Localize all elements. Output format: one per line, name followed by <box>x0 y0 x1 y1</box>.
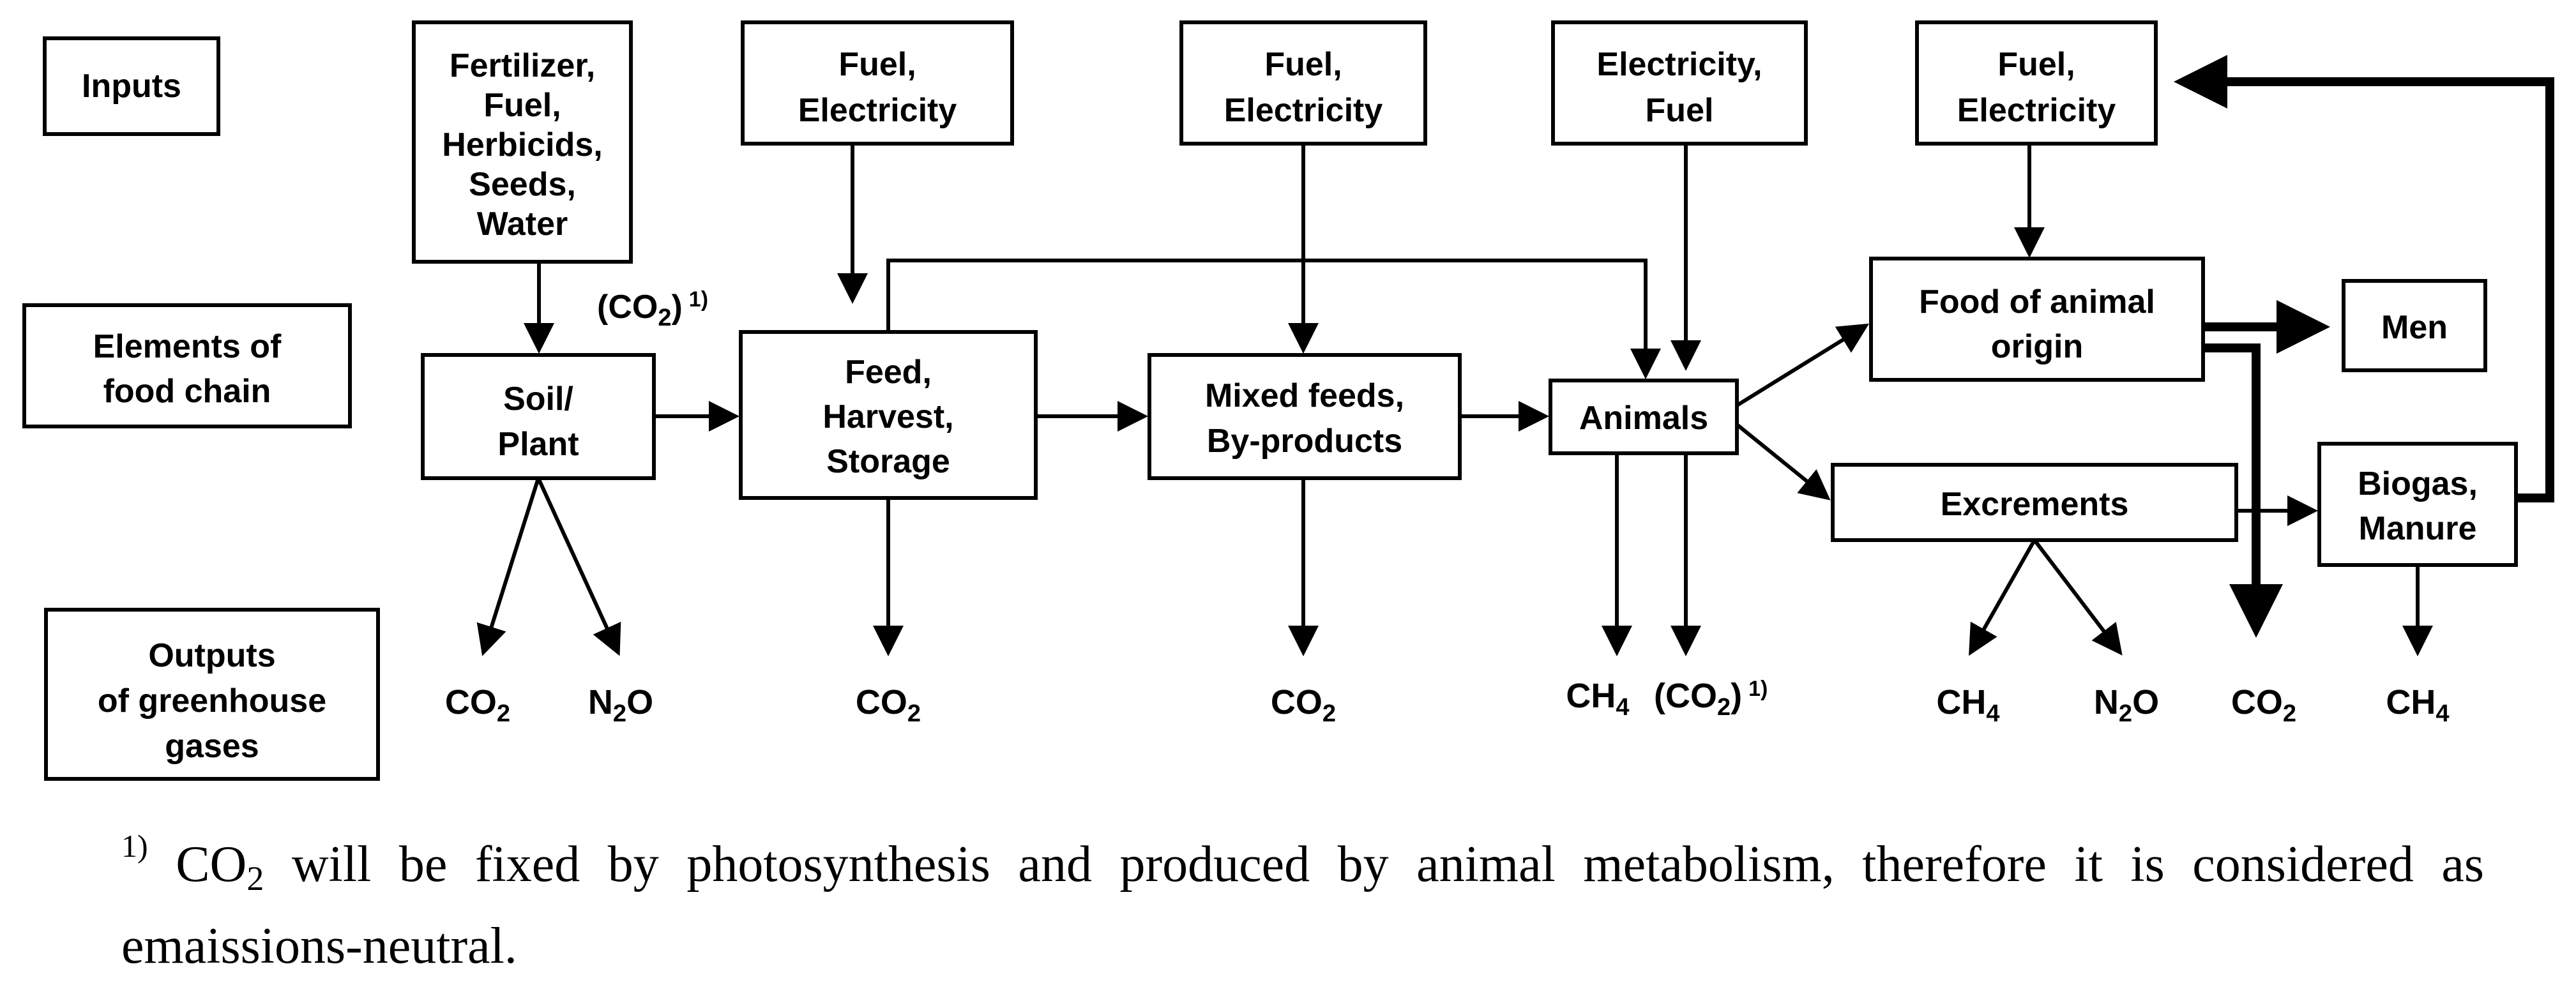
input-box-animals: Electricity, Fuel <box>1551 20 1808 146</box>
footnote-text: will be fixed by photosynthesis and prod… <box>121 836 2484 974</box>
arrow-food-to-co2 <box>2203 343 2283 638</box>
output-co2-animals: (CO2)1) <box>1654 677 1768 721</box>
element-men-line-0: Men <box>2381 309 2448 346</box>
output-co2-soil: CO2 <box>445 683 510 727</box>
element-biogas-line-1: Manure <box>2359 510 2477 547</box>
arrow-animals-to-excrements <box>1736 423 1831 501</box>
co2-neutral-note: (CO2)1) <box>597 287 708 331</box>
row-label-outputs-line-2: gases <box>165 728 259 765</box>
row-label-outputs-line-1: of greenhouse <box>98 682 326 720</box>
footnote-marker: 1) <box>121 828 148 864</box>
output-ch4-animals: CH4 <box>1566 677 1629 721</box>
input-feed-line-0: Fuel, <box>838 46 916 83</box>
output-ch4-biogas: CH4 <box>2386 683 2449 727</box>
output-co2-food: CO2 <box>2231 683 2296 727</box>
row-label-outputs: Outputs of greenhouse gases <box>44 608 380 781</box>
row-label-inputs-line-0: Inputs <box>82 68 181 105</box>
element-soil-line-0: Soil/ <box>503 380 573 418</box>
arrow-soil-to-co2 <box>476 478 540 656</box>
input-mixed-line-0: Fuel, <box>1264 46 1342 83</box>
element-excrements-line-0: Excrements <box>1941 486 2129 523</box>
element-biogas-line-0: Biogas, <box>2358 465 2478 502</box>
output-n2o-excrements: N2O <box>2094 683 2159 727</box>
element-animals-line-0: Animals <box>1579 400 1708 437</box>
element-food-line-0: Food of animal <box>1919 283 2155 320</box>
arrow-excrements-to-ch4 <box>1969 539 2036 656</box>
element-box-animals: Animals <box>1549 379 1739 455</box>
row-label-inputs: Inputs <box>43 36 220 136</box>
element-mixed-line-1: By-products <box>1207 423 1402 460</box>
arrow-animals-to-food <box>1736 323 1870 407</box>
element-box-excrements: Excrements <box>1831 463 2238 542</box>
element-feed-line-1: Harvest, <box>822 398 953 435</box>
input-box-mixed: Fuel, Electricity <box>1179 20 1427 146</box>
element-soil-line-1: Plant <box>497 426 579 463</box>
footnote-co2: CO <box>176 836 247 893</box>
output-n2o-soil: N2O <box>588 683 653 727</box>
element-box-food-of-animal-origin: Food of animal origin <box>1869 257 2205 382</box>
row-label-elements: Elements of food chain <box>22 303 352 428</box>
element-mixed-line-0: Mixed feeds, <box>1205 377 1404 414</box>
input-soil-line-2: Herbicids, <box>442 126 602 163</box>
element-box-mixed-feeds: Mixed feeds, By-products <box>1148 353 1462 480</box>
element-box-men: Men <box>2342 279 2487 372</box>
footnote-co2-subscript: 2 <box>246 859 264 898</box>
input-soil-line-0: Fertilizer, <box>450 47 595 84</box>
output-co2-mixed: CO2 <box>1271 683 1336 727</box>
element-food-line-1: origin <box>1991 328 2083 365</box>
footnote: 1) CO2 will be fixed by photosynthesis a… <box>121 824 2484 987</box>
element-feed-line-0: Feed, <box>845 354 932 391</box>
input-feed-line-1: Electricity <box>798 92 957 129</box>
input-box-food: Fuel, Electricity <box>1915 20 2158 146</box>
element-box-biogas-manure: Biogas, Manure <box>2317 442 2518 567</box>
input-soil-line-4: Water <box>477 206 568 243</box>
element-feed-line-2: Storage <box>826 443 950 480</box>
input-box-soil: Fertilizer, Fuel, Herbicids, Seeds, Wate… <box>412 20 633 264</box>
element-box-feed-harvest-storage: Feed, Harvest, Storage <box>739 330 1038 500</box>
input-food-line-0: Fuel, <box>1997 46 2075 83</box>
output-co2-feed: CO2 <box>856 683 921 727</box>
input-animals-line-0: Electricity, <box>1596 46 1762 83</box>
arrow-feed-bypass-to-animals <box>886 259 1661 379</box>
row-label-outputs-line-0: Outputs <box>148 637 275 674</box>
output-ch4-excrements: CH4 <box>1936 683 1999 727</box>
input-box-feed: Fuel, Electricity <box>741 20 1014 146</box>
arrow-biogas-feedback <box>2174 55 2554 502</box>
input-soil-line-1: Fuel, <box>483 87 561 124</box>
input-mixed-line-1: Electricity <box>1224 92 1383 129</box>
arrow-excrements-to-n2o <box>2033 539 2123 656</box>
arrow-soil-to-n2o <box>536 477 621 656</box>
element-box-soil-plant: Soil/ Plant <box>421 353 656 480</box>
input-food-line-1: Electricity <box>1957 92 2116 129</box>
row-label-elements-line-1: food chain <box>103 373 271 410</box>
input-soil-line-3: Seeds, <box>469 166 576 203</box>
input-animals-line-1: Fuel <box>1646 92 1714 129</box>
row-label-elements-line-0: Elements of <box>93 328 282 365</box>
